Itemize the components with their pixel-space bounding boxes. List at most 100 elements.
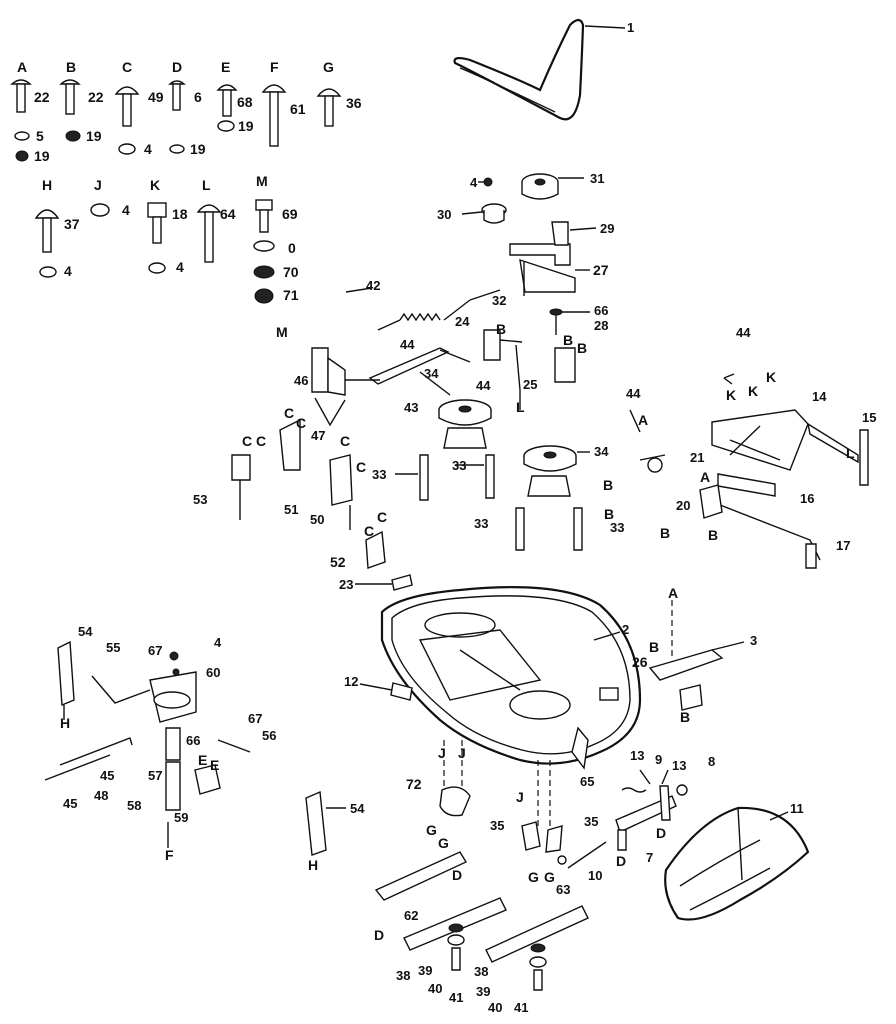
hw-c-nut-icon — [118, 143, 136, 155]
hw-l-letter: L — [202, 177, 211, 193]
hw-a-nut-icon — [15, 150, 29, 162]
hw-a-washer-qty: 5 — [36, 128, 44, 144]
hw-m-lockwasher-icon — [253, 265, 275, 279]
spindle-right — [523, 445, 590, 497]
hw-b-nut-icon — [65, 130, 81, 142]
ref-b-3: B — [649, 639, 659, 655]
hw-h-letter: H — [42, 177, 52, 193]
hw-d-washer-icon — [169, 144, 185, 154]
label-44-d: 44 — [626, 386, 641, 401]
label-32: 32 — [492, 293, 506, 308]
hw-j-nut-icon — [90, 203, 110, 217]
ref-j-c: J — [516, 789, 524, 805]
label-11: 11 — [790, 801, 804, 816]
hw-b-bolt-icon — [59, 79, 81, 115]
label-26: 26 — [632, 654, 648, 670]
hw-b-letter: B — [66, 59, 76, 75]
height-adjust-assembly — [44, 640, 251, 848]
label-56: 56 — [262, 728, 276, 743]
ref-a-20: A — [700, 469, 710, 485]
label-42: 42 — [366, 278, 380, 293]
hw-m-lockwasher-qty: 70 — [283, 264, 299, 280]
mounting-brackets — [231, 397, 386, 569]
hw-f-letter: F — [270, 59, 279, 75]
hw-j-letter: J — [94, 177, 102, 193]
label-67-b: 67 — [248, 711, 262, 726]
label-12: 12 — [344, 674, 358, 689]
label-4-top: 4 — [470, 175, 478, 190]
ref-g-a: G — [426, 822, 437, 838]
hw-e-qty: 68 — [237, 94, 253, 110]
hw-m-letter: M — [256, 173, 268, 189]
hw-a-washer-icon — [14, 131, 30, 141]
label-54-b: 54 — [350, 801, 365, 816]
ref-k1: K — [726, 387, 736, 403]
label-21: 21 — [690, 450, 704, 465]
hw-a-qty: 22 — [34, 89, 50, 105]
label-44-a: 44 — [400, 337, 415, 352]
label-33-c: 33 — [474, 516, 488, 531]
hw-e-washer-icon — [217, 120, 235, 132]
hw-d-qty: 6 — [194, 89, 202, 105]
hw-k-qty: 18 — [172, 206, 188, 222]
label-24: 24 — [455, 314, 470, 329]
hw-k-nut-qty: 4 — [176, 259, 184, 275]
ref-c-52b: C — [377, 509, 387, 525]
ref-f: F — [165, 847, 174, 863]
hw-m-nut-qty: 71 — [283, 287, 299, 303]
ref-b-25a: B — [563, 332, 573, 348]
label-39-b: 39 — [476, 984, 490, 999]
ref-a-21: A — [638, 412, 648, 428]
belt-part — [453, 18, 626, 121]
ref-h-a: H — [60, 715, 70, 731]
label-35-b: 35 — [584, 814, 598, 829]
label-31: 31 — [590, 171, 604, 186]
hw-m-washer-icon — [253, 240, 275, 252]
label-41-b: 41 — [514, 1000, 528, 1015]
label-50: 50 — [310, 512, 324, 527]
hw-k-nut-icon — [148, 262, 166, 274]
hw-h-nut-icon — [39, 266, 57, 278]
label-20: 20 — [676, 498, 690, 513]
hw-m-washer-qty: 0 — [288, 240, 296, 256]
hw-c-bolt-icon — [114, 86, 140, 127]
label-34-right: 34 — [594, 444, 609, 459]
label-9: 9 — [655, 752, 662, 767]
label-66-left: 66 — [186, 733, 200, 748]
hw-g-bolt-icon — [316, 88, 342, 127]
ref-b-20: B — [660, 525, 670, 541]
label-43: 43 — [404, 400, 418, 415]
label-54-a: 54 — [78, 624, 93, 639]
hw-j-qty: 4 — [122, 202, 130, 218]
ref-c-51a: C — [284, 405, 294, 421]
deck-misc-parts — [355, 574, 745, 770]
hw-e-letter: E — [221, 59, 230, 75]
ref-c-53a: C — [242, 433, 252, 449]
discharge-parts — [615, 769, 688, 851]
discharge-chute — [664, 806, 810, 921]
hw-l-qty: 64 — [220, 206, 236, 222]
hw-k-bolt-icon — [147, 202, 167, 244]
hw-l-bolt-icon — [196, 204, 222, 263]
ref-e-b: E — [210, 757, 219, 773]
ref-b-21: B — [603, 477, 613, 493]
label-33-a: 33 — [372, 467, 386, 482]
hw-g-qty: 36 — [346, 95, 362, 111]
label-58: 58 — [127, 798, 141, 813]
label-38-b: 38 — [474, 964, 488, 979]
hw-m-nut-icon — [254, 288, 274, 304]
label-66-top: 66 — [594, 303, 608, 318]
label-23: 23 — [339, 577, 353, 592]
spindle-shafts — [395, 454, 583, 551]
ref-j-a: J — [438, 745, 446, 761]
ref-k2: K — [748, 383, 758, 399]
label-40-b: 40 — [488, 1000, 502, 1015]
hw-f-bolt-icon — [261, 84, 287, 147]
label-33-b: 33 — [452, 458, 466, 473]
label-53: 53 — [193, 492, 207, 507]
ref-l-right: L — [846, 445, 855, 461]
lift-linkage — [629, 373, 869, 569]
hw-m-bolt-icon — [255, 199, 273, 233]
spring-linkage — [311, 287, 576, 410]
label-15: 15 — [862, 410, 876, 425]
